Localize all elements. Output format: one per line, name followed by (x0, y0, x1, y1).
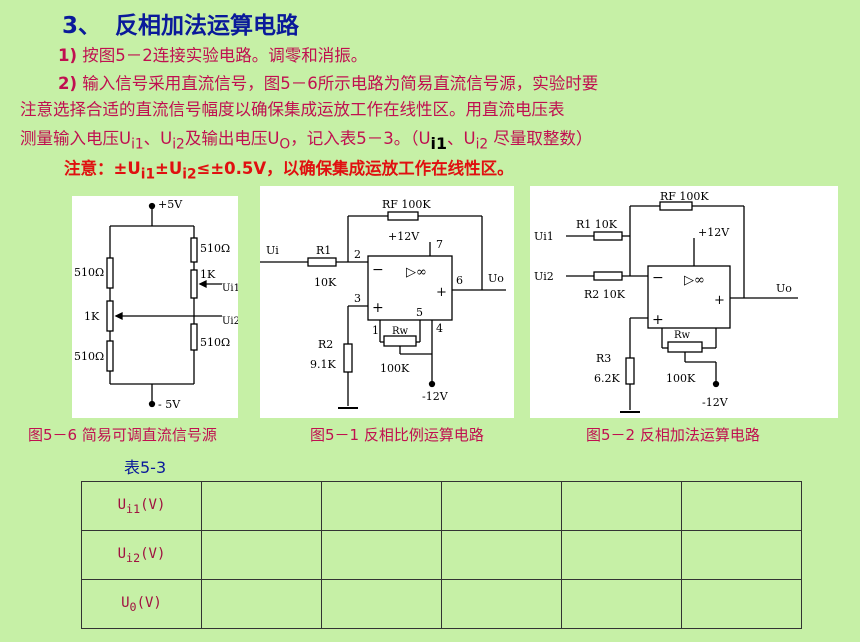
svg-text:2: 2 (354, 248, 361, 261)
svg-text:- 5V: - 5V (158, 398, 181, 411)
svg-text:1K: 1K (84, 310, 100, 323)
table-name: 表5-3 (124, 458, 167, 477)
svg-text:Ui: Ui (266, 244, 279, 257)
svg-text:510Ω: 510Ω (200, 336, 230, 349)
svg-text:1: 1 (372, 324, 379, 337)
svg-text:9.1K: 9.1K (310, 358, 336, 371)
svg-text:−: − (652, 270, 664, 286)
table-cell[interactable] (561, 530, 682, 580)
figure-5-6-circuit: +5V 510Ω 1K Ui1 Ui2 510Ω 510Ω 1K 510Ω - … (74, 198, 240, 411)
svg-text:+: + (372, 300, 384, 316)
svg-text:R2: R2 (318, 338, 333, 351)
caption-figure-5-1: 图5－1 反相比例运算电路 (310, 426, 484, 444)
svg-text:R3: R3 (596, 352, 611, 365)
svg-text:▷∞: ▷∞ (406, 265, 427, 280)
svg-text:Rw: Rw (674, 330, 691, 341)
table-cell[interactable] (201, 579, 322, 629)
svg-text:3: 3 (354, 292, 361, 305)
row-label-ui1: Ui1(V) (81, 481, 202, 531)
svg-text:+12V: +12V (698, 226, 730, 239)
svg-text:510Ω: 510Ω (74, 350, 104, 363)
table-cell[interactable] (441, 481, 562, 531)
svg-text:Ui2: Ui2 (534, 270, 554, 283)
caption-figure-5-2: 图5－2 反相加法运算电路 (586, 426, 760, 444)
figure-5-2-circuit: RF 100K R1 10K +12V Ui1 Ui2 R2 10K ▷∞ − … (534, 190, 798, 413)
table-cell[interactable] (561, 579, 682, 629)
step-2-line3: 测量输入电压Ui1、Ui2及输出电压UO，记入表5－3。（Ui1、Ui2 尽量取… (20, 129, 593, 153)
svg-text:R1: R1 (316, 244, 331, 257)
table-cell[interactable] (441, 579, 562, 629)
section-number: 3、 (62, 13, 102, 39)
svg-text:Ui1: Ui1 (534, 230, 554, 243)
svg-text:-12V: -12V (702, 396, 729, 409)
table-cell[interactable] (681, 530, 802, 580)
row-label-uo: U0(V) (81, 579, 202, 629)
step-2-line2: 注意选择合适的直流信号幅度以确保集成运放工作在线性区。用直流电压表 (20, 100, 565, 119)
svg-text:▷∞: ▷∞ (684, 273, 705, 288)
figure-5-1-circuit: RF 100K +12V 7 Ui R1 10K 2 3 6 Uo ▷∞ − +… (260, 198, 506, 409)
svg-text:510Ω: 510Ω (74, 266, 104, 279)
svg-text:+5V: +5V (158, 198, 183, 211)
svg-text:R2 10K: R2 10K (584, 288, 626, 301)
table-row: Ui1(V) (81, 481, 802, 531)
table-cell[interactable] (681, 579, 802, 629)
caption-figure-5-6: 图5－6 简易可调直流信号源 (28, 426, 217, 444)
svg-text:100K: 100K (380, 362, 410, 375)
table-cell[interactable] (681, 481, 802, 531)
svg-text:4: 4 (436, 322, 443, 335)
svg-text:+: + (436, 285, 447, 300)
svg-text:10K: 10K (314, 276, 337, 289)
figure-5-6-panel: +5V 510Ω 1K Ui1 Ui2 510Ω 510Ω 1K 510Ω - … (72, 196, 240, 418)
svg-text:+12V: +12V (388, 230, 420, 243)
table-cell[interactable] (441, 530, 562, 580)
svg-text:Uo: Uo (776, 282, 792, 295)
svg-text:Rw: Rw (392, 326, 409, 337)
table-cell[interactable] (201, 481, 322, 531)
svg-text:RF 100K: RF 100K (660, 190, 709, 203)
svg-text:Ui1: Ui1 (222, 283, 238, 294)
svg-text:−: − (372, 262, 384, 278)
svg-text:5: 5 (416, 306, 423, 319)
svg-text:1K: 1K (200, 268, 216, 281)
figure-5-1-panel: RF 100K +12V 7 Ui R1 10K 2 3 6 Uo ▷∞ − +… (260, 186, 514, 418)
step-1: 1) 按图5－2连接实验电路。调零和消振。 (58, 46, 368, 65)
row-label-ui2: Ui2(V) (81, 530, 202, 580)
svg-text:R1 10K: R1 10K (576, 218, 618, 231)
svg-text:7: 7 (436, 238, 443, 251)
table-cell[interactable] (321, 579, 442, 629)
svg-text:Ui2: Ui2 (222, 316, 238, 327)
svg-text:-12V: -12V (422, 390, 449, 403)
svg-text:510Ω: 510Ω (200, 242, 230, 255)
table-row: Ui2(V) (81, 530, 802, 580)
svg-text:RF 100K: RF 100K (382, 198, 431, 211)
svg-text:Uo: Uo (488, 272, 504, 285)
table-cell[interactable] (321, 481, 442, 531)
step-2: 2) 输入信号采用直流信号，图5－6所示电路为简易直流信号源，实验时要 (58, 74, 599, 93)
svg-text:6: 6 (456, 274, 463, 287)
svg-text:100K: 100K (666, 372, 696, 385)
section-title: 3、反相加法运算电路 (62, 6, 299, 40)
svg-text:+: + (714, 293, 725, 308)
figure-5-2-panel: RF 100K R1 10K +12V Ui1 Ui2 R2 10K ▷∞ − … (530, 186, 838, 418)
svg-text:+: + (652, 312, 664, 328)
table-cell[interactable] (561, 481, 682, 531)
data-table-5-3: Ui1(V) Ui2(V) U0(V) (81, 481, 802, 629)
table-cell[interactable] (321, 530, 442, 580)
table-cell[interactable] (201, 530, 322, 580)
svg-text:6.2K: 6.2K (594, 372, 620, 385)
section-title-text: 反相加法运算电路 (115, 13, 300, 39)
note-line: 注意：±Ui1±Ui2≤±0.5V，以确保集成运放工作在线性区。 (64, 159, 514, 183)
table-row: U0(V) (81, 579, 802, 629)
